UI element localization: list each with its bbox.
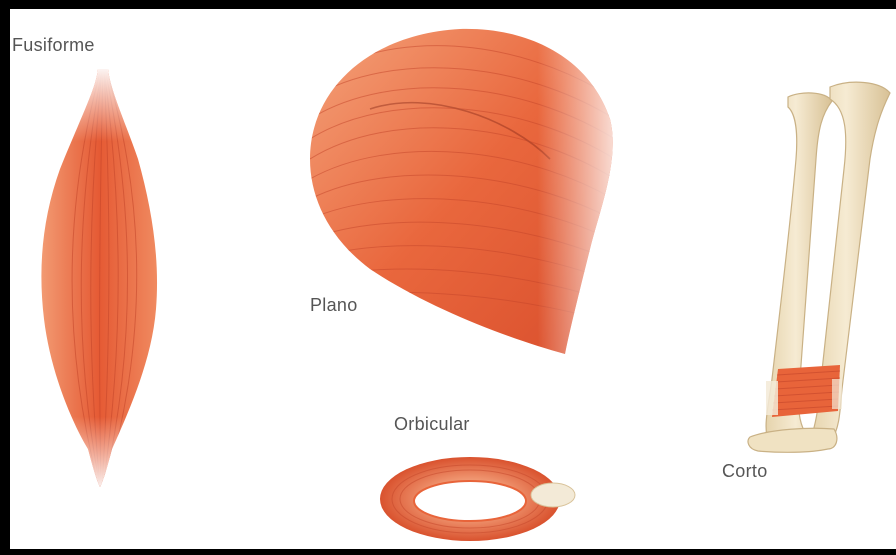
label-orbicular: Orbicular bbox=[394, 414, 470, 435]
label-plano: Plano bbox=[310, 295, 358, 316]
label-corto: Corto bbox=[722, 461, 768, 482]
diagram-frame: Fusiforme Plano Orbicular Corto bbox=[10, 9, 896, 549]
fusiform-muscle-illustration bbox=[30, 64, 170, 494]
label-fusiforme: Fusiforme bbox=[12, 35, 95, 56]
orbicular-muscle-illustration bbox=[380, 457, 575, 541]
short-muscle-illustration bbox=[748, 82, 890, 452]
